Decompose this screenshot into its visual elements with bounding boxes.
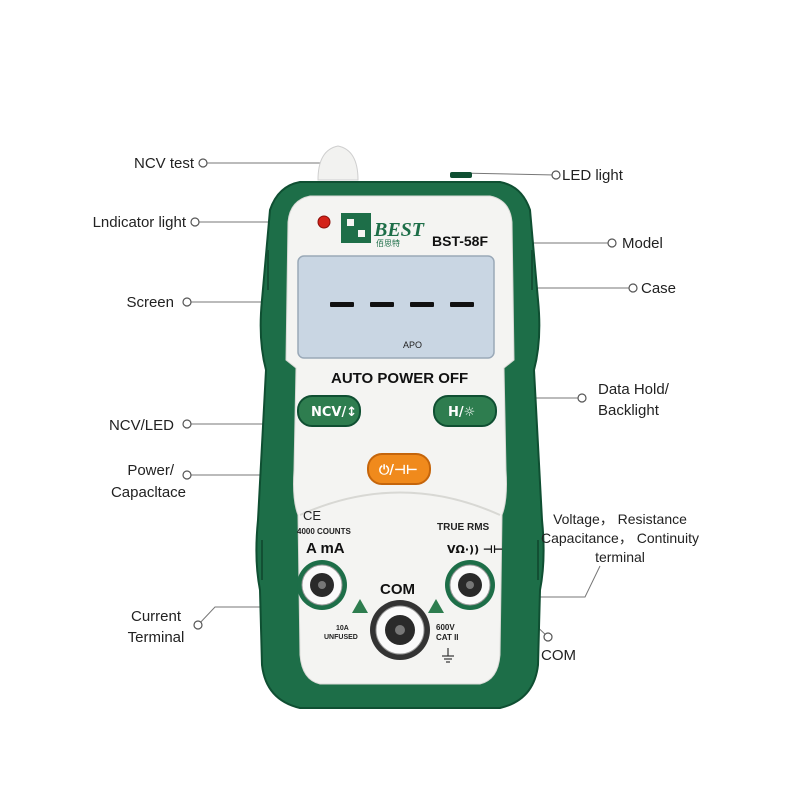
callout-vrc-3: terminal xyxy=(595,549,645,565)
fuse-label-2: UNFUSED xyxy=(324,634,358,641)
cat-label-1: 600V xyxy=(436,623,455,632)
power-capacitance-button[interactable] xyxy=(367,453,431,485)
callout-data-hold-1: Data Hold/ xyxy=(598,381,669,398)
callout-led-light: LED light xyxy=(562,167,623,184)
brand-name: BEST xyxy=(373,219,425,241)
callout-screen: Screen xyxy=(126,294,174,311)
warning-icon-right xyxy=(428,599,444,613)
callout-case: Case xyxy=(641,280,677,297)
callout-current-2: Terminal xyxy=(127,629,185,646)
leader-led-light xyxy=(458,172,556,176)
fuse-label-1: 10A xyxy=(336,625,349,632)
volt-label: VΩ·)) ⊣⊢ xyxy=(447,543,503,556)
hold-button-label: H/☼ xyxy=(448,405,475,420)
amp-label: A mA xyxy=(306,540,345,557)
ncv-probe-tip xyxy=(317,145,359,181)
led-light xyxy=(450,172,472,178)
terminal-com[interactable] xyxy=(370,600,430,660)
case-grip-ridges xyxy=(261,250,539,580)
terminal-voltage[interactable] xyxy=(445,560,495,610)
true-rms-label: TRUE RMS xyxy=(437,522,490,533)
callout-model: Model xyxy=(622,235,663,252)
callout-power-2: Capacltace xyxy=(110,484,186,501)
callout-indicator-light: Lndicator light xyxy=(92,214,186,231)
lcd-dashes xyxy=(330,302,474,307)
hold-backlight-button[interactable] xyxy=(433,395,497,427)
com-label: COM xyxy=(380,581,415,598)
terminal-current[interactable] xyxy=(297,560,347,610)
warning-icon-left xyxy=(352,599,368,613)
panel-arch xyxy=(299,491,501,516)
callout-com: COM xyxy=(541,647,576,664)
cat-label-2: CAT II xyxy=(436,633,459,642)
callout-ncv-led: NCV/LED xyxy=(108,417,174,434)
model-label: BST-58F xyxy=(432,233,488,249)
callout-data-hold-2: Backlight xyxy=(598,402,659,419)
callout-power-1: Power/ xyxy=(127,462,174,479)
lcd-screen xyxy=(297,255,495,359)
ncv-led-button[interactable] xyxy=(297,395,361,427)
counts-label: 4000 COUNTS xyxy=(297,527,351,536)
auto-power-off-label: AUTO POWER OFF xyxy=(331,370,468,387)
brand-logo xyxy=(341,213,371,243)
callout-current-1: Current xyxy=(130,608,182,625)
callout-vrc-1: Voltage， Resistance xyxy=(553,511,687,527)
power-button-label: ⏻/⊣⊢ xyxy=(379,463,418,478)
ground-icon xyxy=(442,648,454,663)
brand-subtitle: 佰思特 xyxy=(376,238,400,248)
ce-mark: CE xyxy=(303,508,321,523)
callout-ncv-test: NCV test xyxy=(133,155,194,172)
lcd-apo: APO xyxy=(403,340,422,350)
indicator-light xyxy=(317,215,331,229)
callout-vrc-2: Capacitance， Continuity xyxy=(541,530,699,546)
ncv-button-label: NCV/↕ xyxy=(311,405,357,420)
